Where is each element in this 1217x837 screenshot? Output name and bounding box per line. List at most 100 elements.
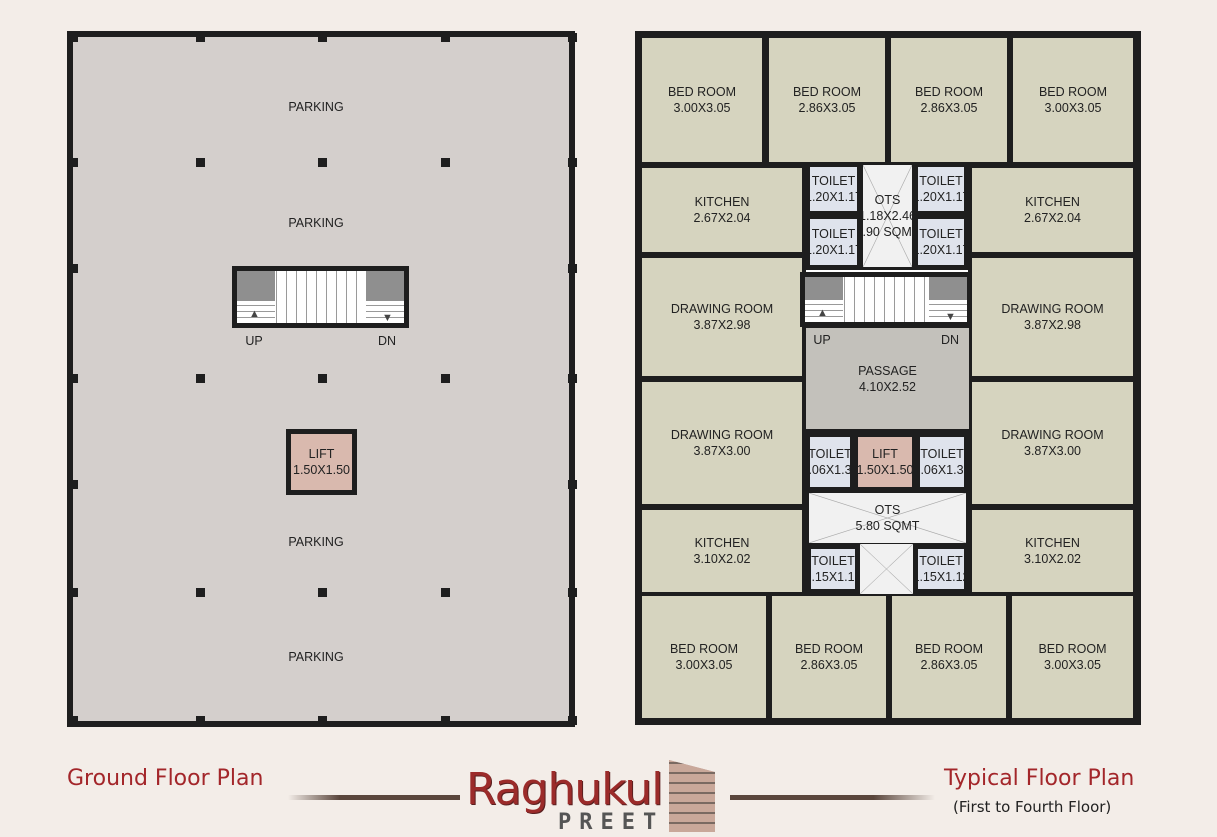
room-size: 2.86X3.05 [920, 101, 978, 115]
room-name: KITCHEN [1025, 536, 1080, 550]
parking-label: PARKING [288, 535, 344, 549]
room-size: 3.87X3.00 [693, 444, 751, 458]
room-name: BED ROOM [669, 642, 739, 656]
room-kitchen: KITCHEN 3.10X2.02 [968, 506, 1137, 596]
room-name: TOILET [811, 554, 855, 568]
room-size: 4.10X2.52 [859, 379, 916, 394]
room-name: KITCHEN [694, 536, 750, 550]
room-size: 1.20X1.17 [913, 243, 969, 257]
room-toilet: TOILET 1.20X1.17 [805, 214, 862, 270]
room-name: TOILET [919, 174, 963, 188]
column [69, 374, 78, 383]
room-size: 2.86X3.05 [800, 658, 858, 672]
room-bed-room: BED ROOM 2.86X3.05 [768, 592, 890, 722]
column [568, 716, 577, 725]
staircase [232, 266, 409, 328]
room-size: 1.20X1.17 [805, 190, 862, 204]
room-size: 3.00X3.05 [1044, 658, 1101, 672]
column [318, 158, 327, 167]
stair-steps [805, 300, 843, 322]
room-size: 1.20X1.17 [805, 243, 862, 257]
room-size: 3.10X2.02 [1024, 552, 1081, 566]
column [69, 158, 78, 167]
logo-building-icon [669, 760, 715, 832]
room-size: 3.87X3.00 [1024, 444, 1081, 458]
room-name: BED ROOM [1038, 85, 1108, 99]
stair-down-label: DN [377, 334, 397, 348]
stair-steps [929, 300, 967, 322]
room-name: OTS [874, 193, 901, 207]
parking-label: PARKING [288, 650, 344, 664]
typical-floor-subtitle: (First to Fourth Floor) [953, 798, 1112, 816]
room-size: 3.00X3.05 [1044, 101, 1102, 115]
room-lift: LIFT 1.50X1.50 [853, 432, 917, 492]
stair-up-label: UP [245, 334, 263, 348]
room-size: 3.00X3.05 [673, 101, 731, 115]
up-arrow-icon: ▲ [817, 307, 828, 319]
column [441, 33, 450, 42]
room-size: 1.20X1.17 [913, 190, 969, 204]
room-size: 3.00X3.05 [675, 658, 733, 672]
room-name: BED ROOM [667, 85, 737, 99]
stair-steps [366, 301, 404, 323]
room-name: KITCHEN [694, 195, 750, 209]
room-name: DRAWING ROOM [670, 302, 774, 316]
room-name: TOILET [811, 227, 856, 241]
room-name: LIFT [308, 447, 335, 461]
down-arrow-icon: ▼ [945, 311, 956, 323]
staircase [800, 272, 972, 327]
room-name: KITCHEN [1025, 195, 1080, 209]
column [568, 33, 577, 42]
room-name: BED ROOM [792, 85, 862, 99]
room-size: 1.15X1.12 [806, 570, 860, 584]
logo-tagline: PREET [558, 810, 665, 835]
room-toilet: TOILET 1.15X1.12 [806, 544, 860, 594]
column [69, 33, 78, 42]
room-bed-room: BED ROOM 3.00X3.05 [1009, 34, 1137, 166]
room-name: PASSAGE [858, 363, 917, 378]
column [441, 716, 450, 725]
room-name: TOILET [919, 227, 963, 241]
room-name: LIFT [872, 447, 898, 461]
room-name: BED ROOM [794, 642, 864, 656]
column [69, 264, 78, 273]
room-size: 3.87X2.98 [1024, 318, 1081, 332]
room-name: BED ROOM [1038, 642, 1107, 656]
room-bed-room: BED ROOM 3.00X3.05 [638, 592, 770, 722]
parking-label: PARKING [288, 216, 344, 230]
room-size: 1.06X1.39 [808, 463, 852, 477]
up-arrow-icon: ▲ [249, 308, 260, 320]
room-name: BED ROOM [914, 642, 984, 656]
room-size: 1.50X1.50 [856, 463, 914, 477]
room-size: 3.10X2.02 [693, 552, 751, 566]
room-toilet: TOILET 1.20X1.17 [913, 162, 969, 216]
room-bed-room: BED ROOM 3.00X3.05 [1008, 592, 1137, 722]
column [568, 588, 577, 597]
stair-steps [237, 301, 275, 323]
ots-cross [860, 544, 913, 594]
room-toilet: TOILET 1.20X1.17 [913, 214, 969, 270]
room-size: 5.80 SQMT [855, 519, 920, 533]
room-size: 1.06X1.39 [915, 463, 969, 477]
room-bed-room: BED ROOM 3.00X3.05 [638, 34, 766, 166]
room-bed-room: BED ROOM 2.86X3.05 [765, 34, 889, 166]
room-name: TOILET [920, 447, 964, 461]
column [441, 588, 450, 597]
column [196, 588, 205, 597]
divider-right [730, 795, 935, 800]
room-size: 2.86X3.05 [798, 101, 856, 115]
column [568, 480, 577, 489]
logo: Raghukul PREET [466, 752, 726, 837]
